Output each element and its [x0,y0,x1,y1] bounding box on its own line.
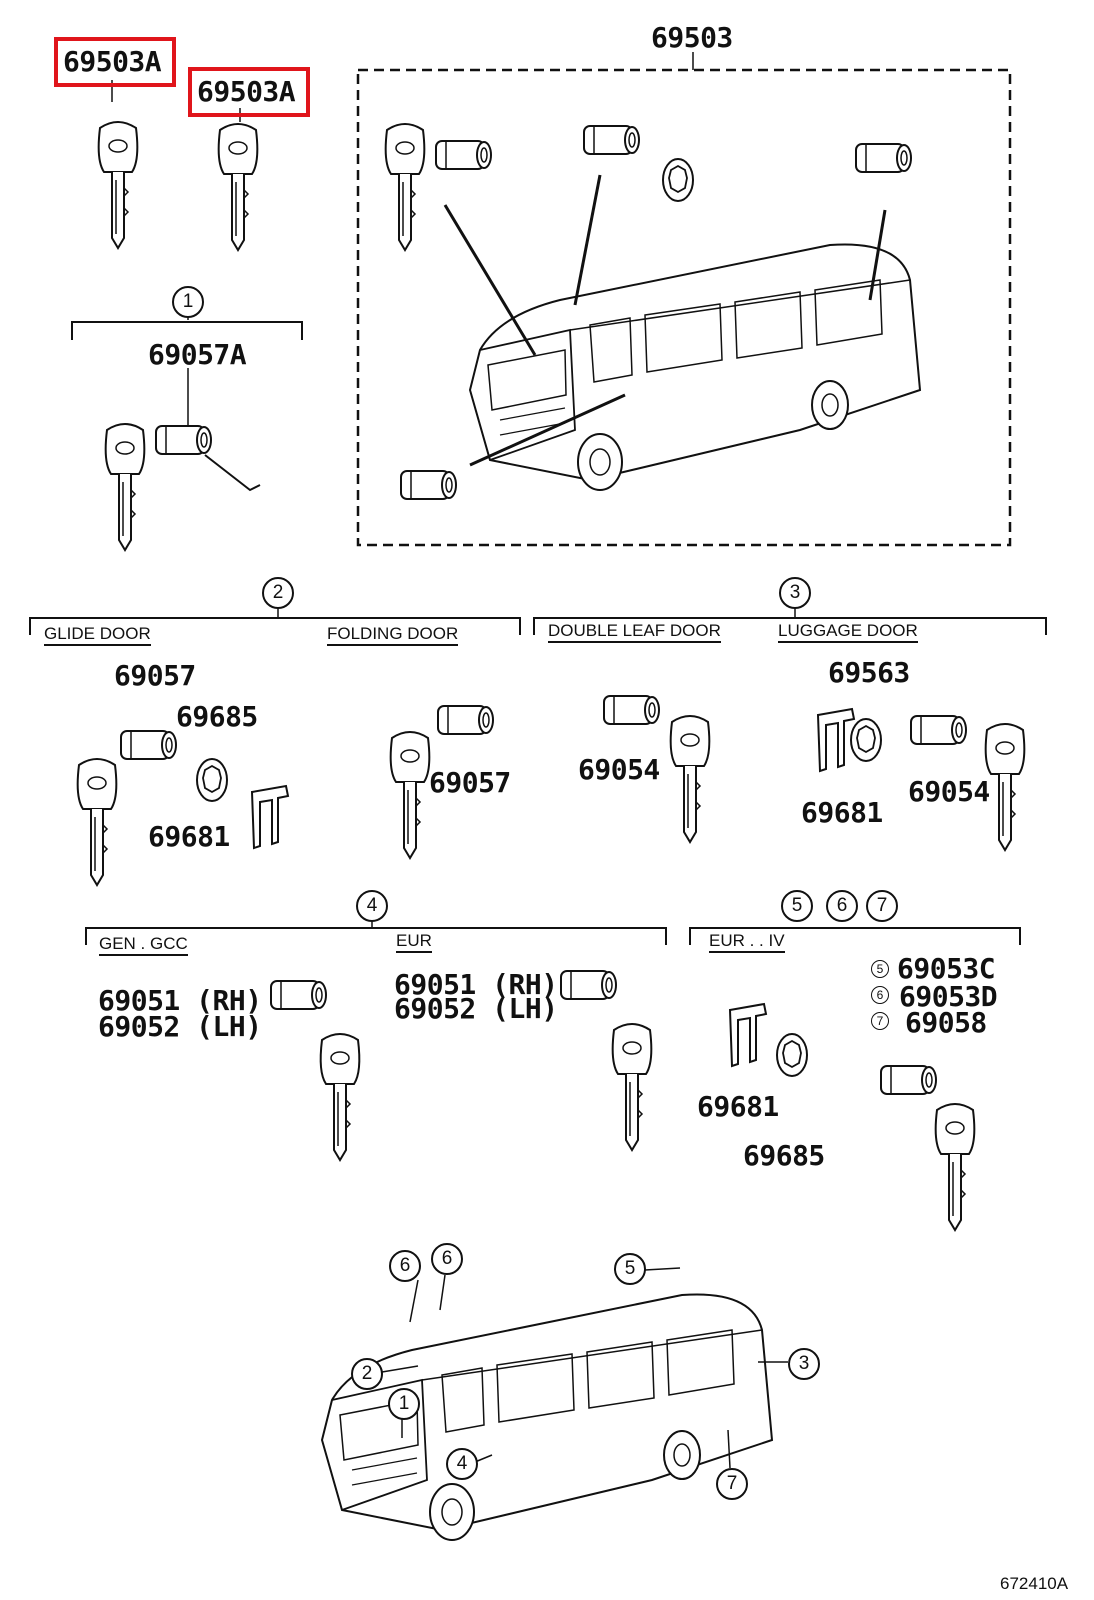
part-69503A-right[interactable]: 69503A [197,75,296,108]
part-69052-lh-gen[interactable]: 69052 (LH) [98,1010,262,1043]
callout-6-small: 6 [871,986,889,1004]
part-69057-folding[interactable]: 69057 [429,766,511,799]
callout-5: 5 [781,890,813,922]
key-eur-iv [934,1103,976,1231]
callout-3: 3 [779,577,811,609]
clip-luggage-door [817,708,855,772]
key-69503A-left [97,121,139,249]
part-69563[interactable]: 69563 [828,656,910,689]
front-door-cylinder [400,470,457,500]
side-door-cylinder [855,143,912,173]
diagram-code: 672410A [1000,1574,1069,1593]
section-folding-door: FOLDING DOOR [327,625,459,646]
part-69058[interactable]: 69058 [905,1006,987,1039]
part-69681-luggage[interactable]: 69681 [801,796,883,829]
section-gen-gcc: GEN . GCC [99,935,188,956]
cylinder-eur [560,970,617,1000]
cylinder-gen-gcc [270,980,327,1010]
key-kit [384,123,426,251]
key-group-1 [104,423,146,551]
part-69681-glide[interactable]: 69681 [148,820,230,853]
ignition-cylinder [435,140,492,170]
section-glide-door: GLIDE DOOR [44,625,151,646]
callout-2: 2 [262,577,294,609]
part-69054-double-leaf[interactable]: 69054 [578,753,660,786]
van-callout-3: 3 [788,1348,820,1380]
key-folding-door [389,731,431,859]
part-69681-eur-iv[interactable]: 69681 [697,1090,779,1123]
callout-4: 4 [356,890,388,922]
van-callout-1: 1 [388,1388,420,1420]
part-69685-eur-iv[interactable]: 69685 [743,1139,825,1172]
key-eur [611,1023,653,1151]
key-gen-gcc [319,1033,361,1161]
section-eur: EUR [396,932,432,953]
callout-6: 6 [826,890,858,922]
part-69054-luggage[interactable]: 69054 [908,775,990,808]
van-callout-7: 7 [716,1468,748,1500]
ring-luggage-door [850,718,882,762]
cylinder-luggage-door [910,715,967,745]
clip-eur-iv [729,1003,767,1067]
callout-5-small: 5 [871,960,889,978]
cylinder-double-leaf [603,695,660,725]
callout-1: 1 [172,286,204,318]
part-69057-glide[interactable]: 69057 [114,659,196,692]
cylinder-folding-door [437,705,494,735]
section-eur-iv: EUR . . IV [709,932,785,953]
cylinder-eur-iv [880,1065,937,1095]
part-69052-lh-eur[interactable]: 69052 (LH) [394,992,558,1025]
van-callout-2: 2 [351,1358,383,1390]
part-69503A-left[interactable]: 69503A [63,45,162,78]
van-callout-6-b: 6 [431,1243,463,1275]
part-69051-rh-gen[interactable]: 69051 (RH) [98,984,262,1017]
ring-glide-door [196,758,228,802]
callout-7: 7 [866,890,898,922]
van-callout-5: 5 [614,1253,646,1285]
part-69051-rh-eur[interactable]: 69051 (RH) [394,968,558,1001]
rear-door-ring [662,158,694,202]
part-69053C[interactable]: 69053C [897,952,996,985]
key-glide-door [76,758,118,886]
section-double-leaf-door: DOUBLE LEAF DOOR [548,622,721,643]
part-69503[interactable]: 69503 [651,21,733,54]
part-69053D[interactable]: 69053D [899,980,998,1013]
rear-door-cylinder [583,125,640,155]
key-69503A-right [217,123,259,251]
section-luggage-door: LUGGAGE DOOR [778,622,918,643]
van-callout-6-a: 6 [389,1250,421,1282]
van-callout-4: 4 [446,1448,478,1480]
cylinder-69057A [155,425,212,455]
part-69057A[interactable]: 69057A [148,338,247,371]
part-69685-glide[interactable]: 69685 [176,700,258,733]
cylinder-glide-door [120,730,177,760]
callout-7-small: 7 [871,1012,889,1030]
key-luggage-door [984,723,1026,851]
clip-glide-door [251,785,289,849]
van-illustration-top [469,243,921,491]
ring-eur-iv [776,1033,808,1077]
kit-69503-box [356,68,1012,547]
highlight-box-key-left [54,37,176,87]
highlight-box-key-right [188,67,310,117]
key-double-leaf [669,715,711,843]
van-illustration-bottom [321,1293,773,1541]
